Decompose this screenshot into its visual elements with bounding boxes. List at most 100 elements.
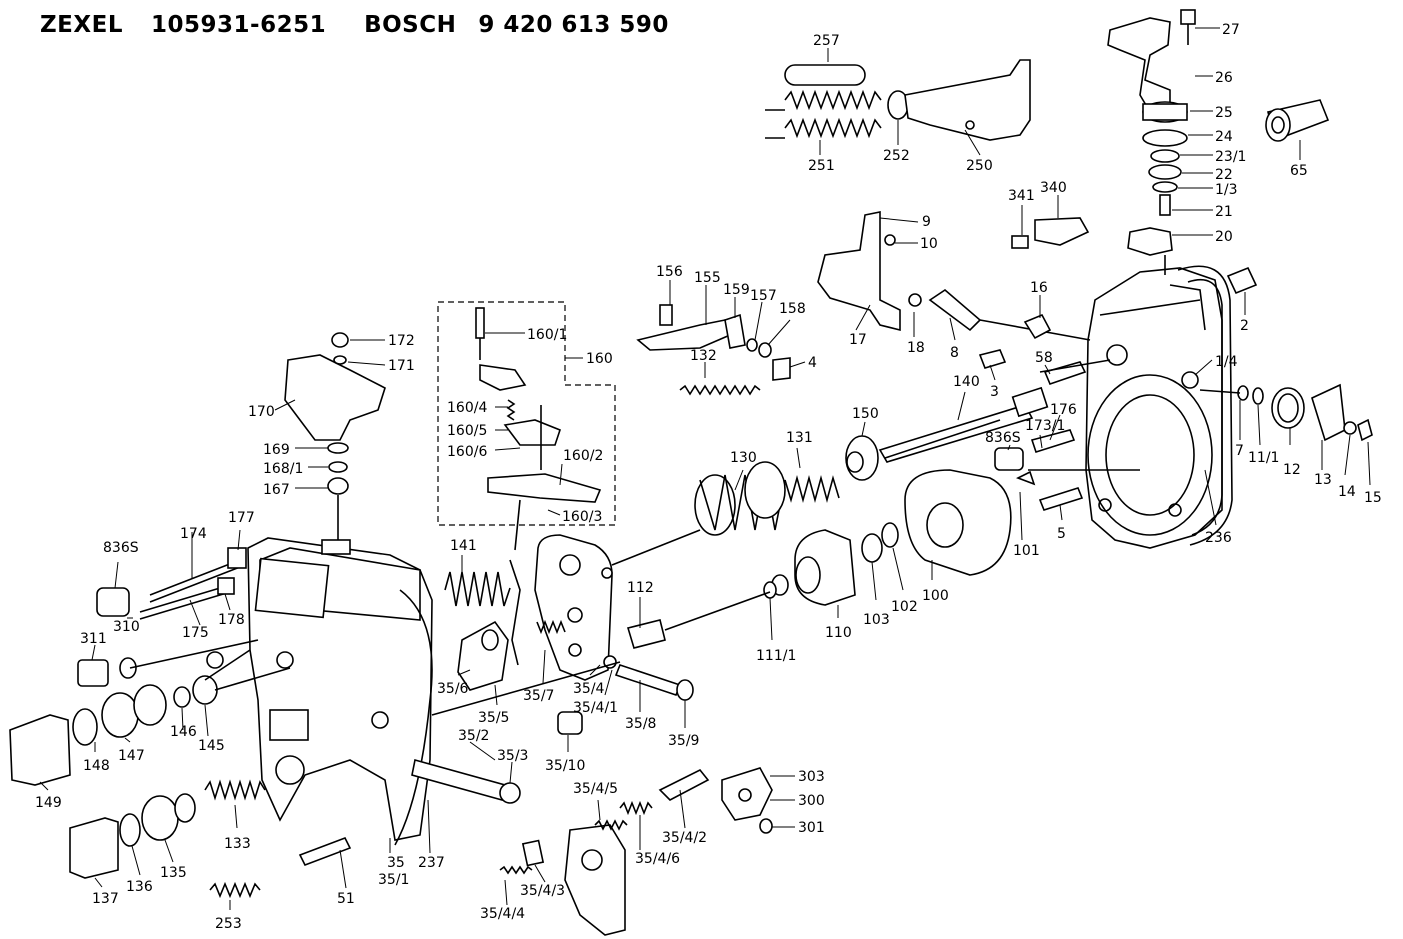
small-parts-5-101-176 [994, 429, 1084, 511]
label-173-1: 173/1 [1025, 418, 1065, 434]
label-35-4-6: 35/4/6 [635, 851, 680, 867]
label-35-5: 35/5 [478, 710, 509, 726]
label-160: 160 [586, 351, 613, 367]
label-310: 310 [113, 619, 140, 635]
label-340: 340 [1040, 180, 1067, 196]
cap-65 [1265, 99, 1330, 142]
label-160-2: 160/2 [563, 448, 603, 464]
label-160-3: 160/3 [562, 509, 602, 525]
label-103: 103 [863, 612, 890, 628]
label-131: 131 [786, 430, 813, 446]
label-146: 146 [170, 724, 197, 740]
label-23-1: 23/1 [1215, 149, 1246, 165]
header-brand-zexel: ZEXEL [40, 12, 123, 38]
label-132: 132 [690, 348, 717, 364]
label-20: 20 [1215, 229, 1233, 245]
label-35-4-3: 35/4/3 [520, 883, 565, 899]
label-140: 140 [953, 374, 980, 390]
header-brand-bosch: BOSCH [364, 12, 457, 38]
label-168-1: 168/1 [263, 461, 303, 477]
label-176: 176 [1050, 402, 1077, 418]
label-150: 150 [852, 406, 879, 422]
label-160-1: 160/1 [527, 327, 567, 343]
label-158: 158 [779, 301, 806, 317]
label-177: 177 [228, 510, 255, 526]
label-7: 7 [1235, 443, 1244, 459]
label-175: 175 [182, 625, 209, 641]
label-170: 170 [248, 404, 275, 420]
label-160-4: 160/4 [447, 400, 487, 416]
gasket-236 [1177, 265, 1233, 546]
header-zexel-part-number: 105931-6251 [151, 12, 327, 38]
bracket-340 [1011, 217, 1090, 249]
label-178: 178 [218, 612, 245, 628]
label-14: 14 [1338, 484, 1356, 500]
label-35-3: 35/3 [497, 748, 528, 764]
label-13: 13 [1314, 472, 1332, 488]
label-35-4-4: 35/4/4 [480, 906, 525, 922]
label-159: 159 [723, 282, 750, 298]
label-35-4-5: 35/4/5 [573, 781, 618, 797]
label-24: 24 [1215, 129, 1233, 145]
label-35-4-2: 35/4/2 [662, 830, 707, 846]
label-35-8: 35/8 [625, 716, 656, 732]
label-35-6: 35/6 [437, 681, 469, 697]
label-252: 252 [883, 148, 910, 164]
left-side-parts [9, 547, 352, 899]
label-3: 3 [990, 384, 999, 400]
label-257: 257 [813, 33, 840, 49]
label-35-4: 35/4 [573, 681, 605, 697]
diagram-header: ZEXEL 105931-6251 BOSCH 9 420 613 590 [40, 12, 669, 48]
governor-top-stack [1107, 9, 1196, 256]
block-112 [626, 591, 771, 649]
label-167: 167 [263, 482, 290, 498]
label-141: 141 [450, 538, 477, 554]
lever-17 [817, 211, 922, 332]
spring-141 [444, 571, 511, 607]
label-27: 27 [1222, 22, 1240, 38]
springs-130-131 [694, 435, 879, 536]
label-5: 5 [1057, 526, 1066, 542]
label-251: 251 [808, 158, 835, 174]
label-236: 236 [1205, 530, 1232, 546]
label-102: 102 [891, 599, 918, 615]
label-8: 8 [950, 345, 959, 361]
label-2: 2 [1240, 318, 1249, 334]
label-237: 237 [418, 855, 445, 871]
label-155: 155 [694, 270, 721, 286]
label-836s-left: 836S [103, 540, 139, 556]
label-250: 250 [966, 158, 993, 174]
label-9: 9 [922, 214, 931, 230]
label-157: 157 [750, 288, 777, 304]
label-160-6: 160/6 [447, 444, 487, 460]
leader-lines [39, 27, 1371, 910]
label-35-4-1: 35/4/1 [573, 700, 618, 716]
label-172: 172 [388, 333, 415, 349]
bracket-155 [636, 304, 791, 396]
label-101: 101 [1013, 543, 1040, 559]
label-1-3: 1/3 [1215, 182, 1238, 198]
label-160-5: 160/5 [447, 423, 487, 439]
assembly-lines [129, 255, 1241, 716]
label-130: 130 [730, 450, 757, 466]
pump-housing [247, 537, 433, 846]
label-22: 22 [1215, 167, 1233, 183]
flyweight-assembly-100 [861, 469, 1012, 576]
label-301: 301 [798, 820, 825, 836]
label-145: 145 [198, 738, 225, 754]
cover-parts-7-15 [1237, 383, 1373, 442]
label-253: 253 [215, 916, 242, 932]
label-836s-right: 836S [985, 430, 1021, 446]
label-137: 137 [92, 891, 119, 907]
label-135: 135 [160, 865, 187, 881]
label-303: 303 [798, 769, 825, 785]
link-group-160 [437, 301, 616, 526]
governor-arm-35-4 [534, 534, 617, 681]
label-133: 133 [224, 836, 251, 852]
label-341: 341 [1008, 188, 1035, 204]
label-35: 35 [387, 855, 405, 871]
label-147: 147 [118, 748, 145, 764]
label-18: 18 [907, 340, 925, 356]
label-112: 112 [627, 580, 654, 596]
lower-linkage-35-4 [499, 767, 773, 936]
